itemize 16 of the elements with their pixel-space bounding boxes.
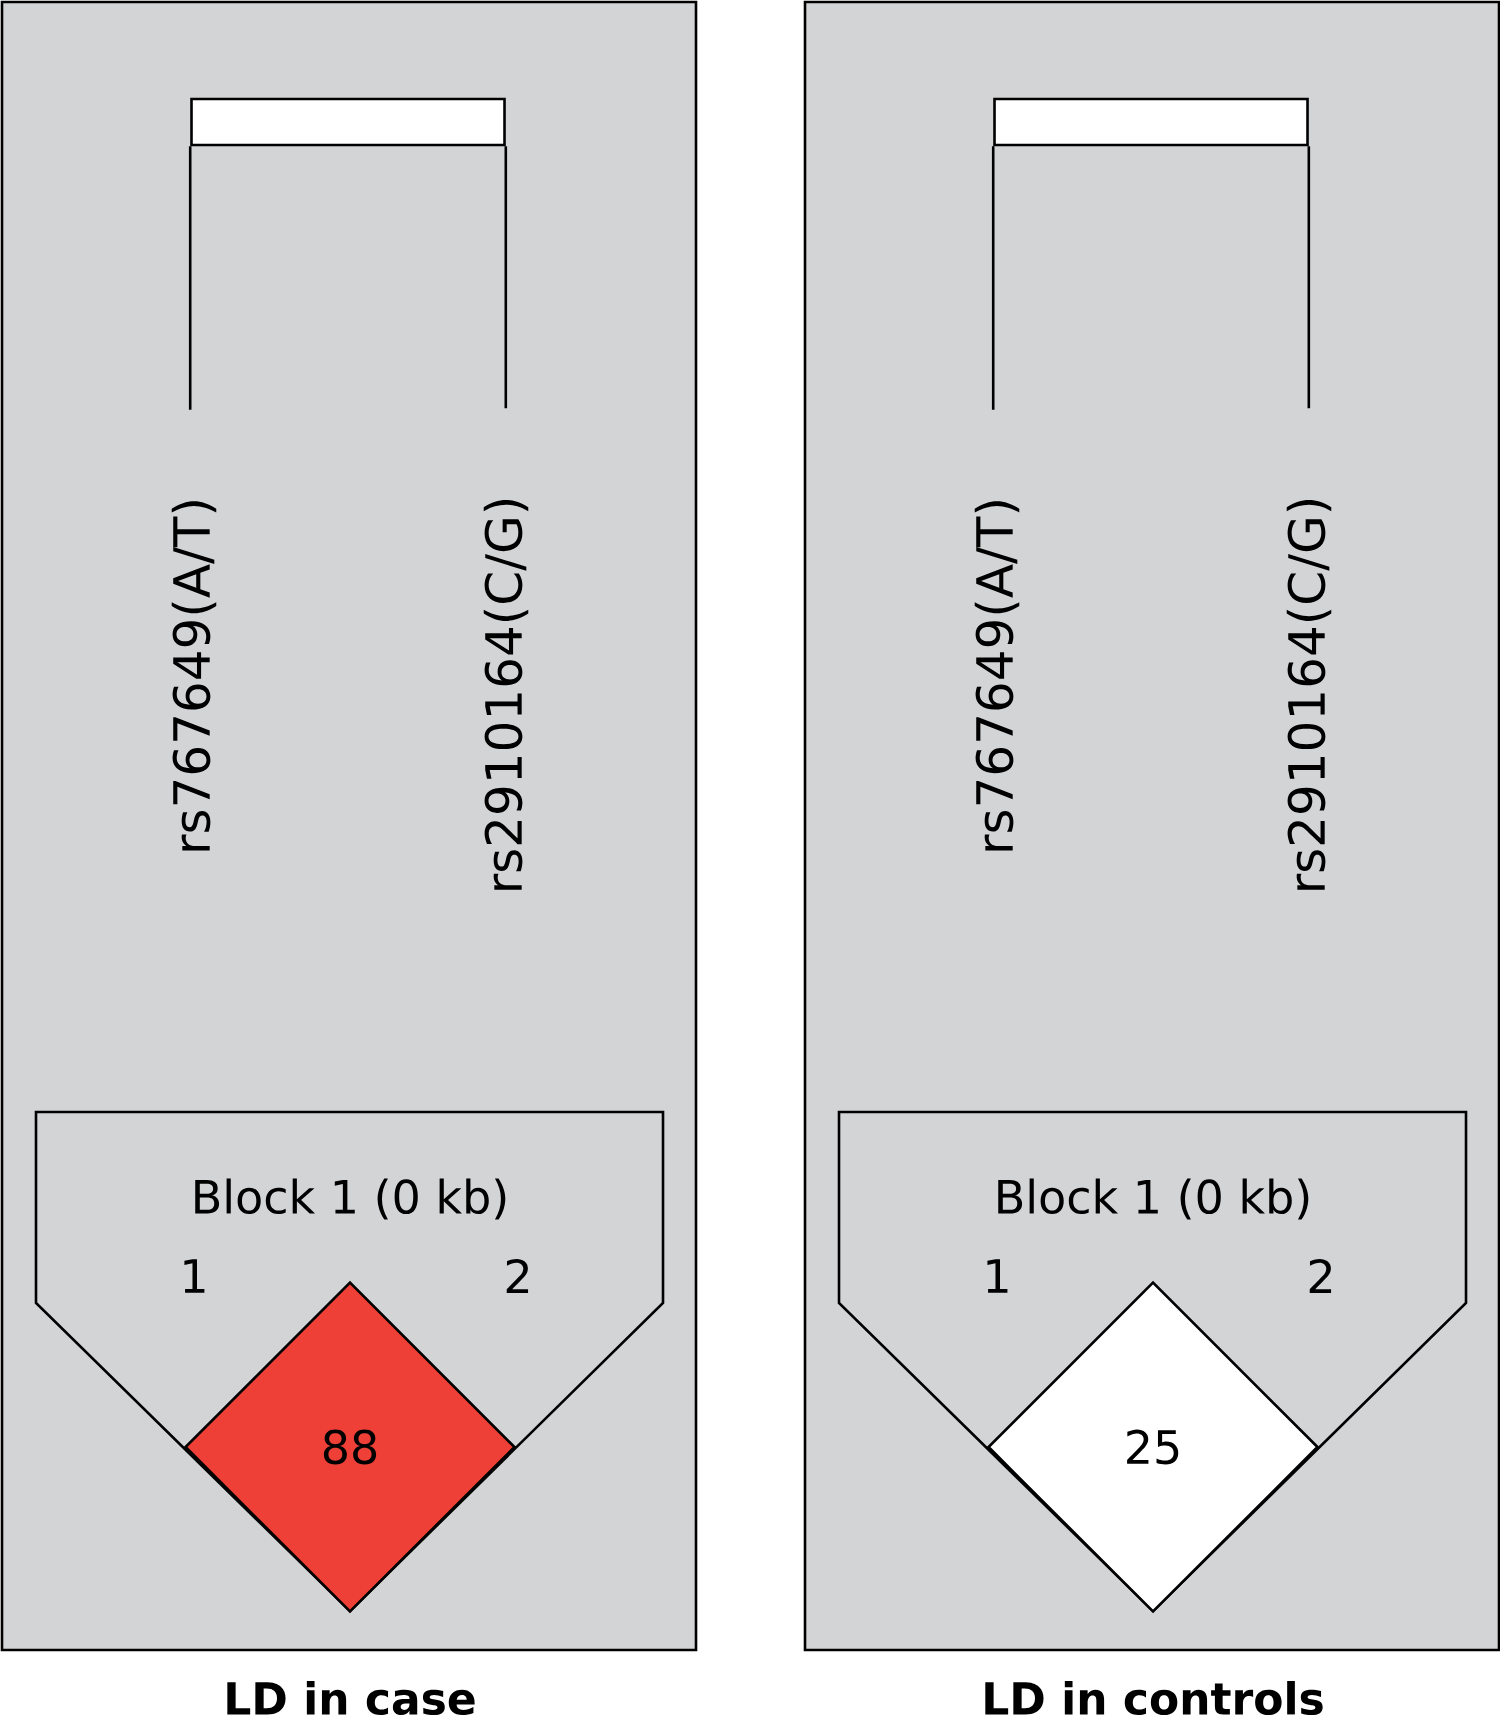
connector-line <box>991 146 995 410</box>
block-title: Block 1 (0 kb) <box>195 1178 506 1220</box>
panel-caption: LD in case <box>227 1681 475 1716</box>
snp-label: rs767649(A/T) <box>171 501 217 851</box>
bar <box>993 97 1309 147</box>
panel <box>0 0 698 1652</box>
panel-caption: LD in controls <box>985 1681 1323 1716</box>
connector-line <box>1307 146 1311 409</box>
connector-line <box>188 146 192 410</box>
block-title: Block 1 (0 kb) <box>998 1178 1309 1220</box>
connector-line <box>504 146 508 409</box>
snp-label: rs2910164(C/G) <box>1286 500 1332 890</box>
bar <box>190 97 506 147</box>
panel <box>803 0 1500 1652</box>
snp-label: rs767649(A/T) <box>974 501 1020 851</box>
snp-label: rs2910164(C/G) <box>483 500 529 890</box>
